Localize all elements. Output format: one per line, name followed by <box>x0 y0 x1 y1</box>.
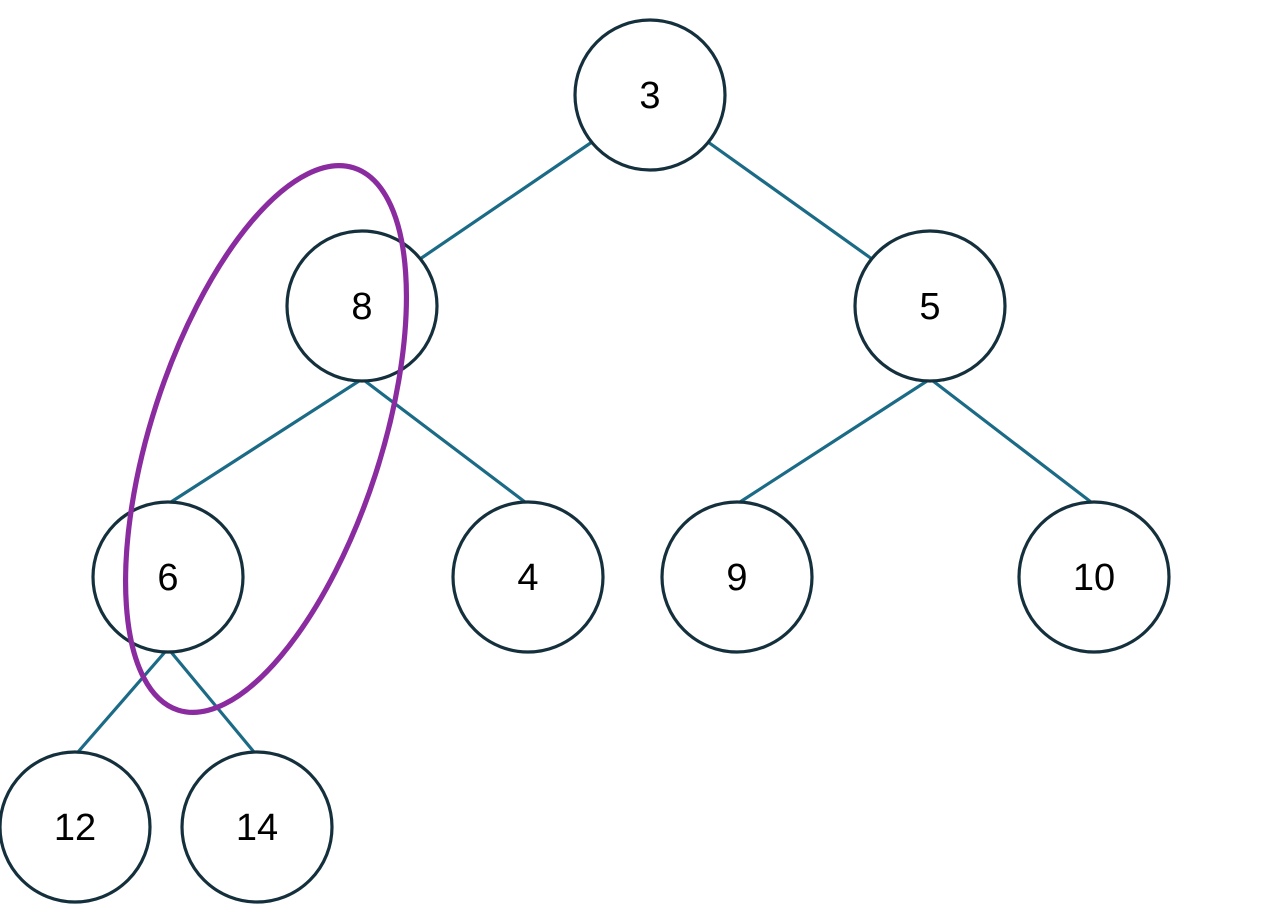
edge-6-12 <box>76 650 167 754</box>
edge-3-5 <box>706 140 874 261</box>
tree-node-6[interactable]: 6 <box>91 500 245 654</box>
edge-3-8 <box>418 140 594 261</box>
tree-node-4[interactable]: 4 <box>451 500 605 654</box>
node-label: 14 <box>236 807 278 849</box>
edge-layer <box>76 140 1093 754</box>
node-label: 3 <box>639 75 660 117</box>
edge-5-10 <box>931 379 1093 504</box>
node-label: 6 <box>157 557 178 599</box>
tree-node-10[interactable]: 10 <box>1017 500 1171 654</box>
node-circle[interactable] <box>1017 500 1171 654</box>
node-circle[interactable] <box>660 500 814 654</box>
node-label: 12 <box>54 807 96 849</box>
node-label: 9 <box>726 557 747 599</box>
tree-node-3[interactable]: 3 <box>573 18 727 172</box>
node-circle[interactable] <box>0 750 152 904</box>
node-circle[interactable] <box>91 500 245 654</box>
tree-node-8[interactable]: 8 <box>285 229 439 383</box>
node-label: 8 <box>351 286 372 328</box>
edge-8-4 <box>363 379 527 504</box>
node-circle[interactable] <box>451 500 605 654</box>
tree-node-12[interactable]: 12 <box>0 750 152 904</box>
edge-5-9 <box>738 379 929 504</box>
node-label: 4 <box>517 557 538 599</box>
node-circle[interactable] <box>180 750 334 904</box>
node-circle[interactable] <box>853 229 1007 383</box>
node-label: 5 <box>919 286 940 328</box>
node-circle[interactable] <box>573 18 727 172</box>
edge-6-14 <box>169 650 256 754</box>
node-layer: 3 8 5 6 4 9 10 12 <box>0 18 1171 904</box>
highlight-layer <box>122 163 410 715</box>
highlight-ellipse-annotation <box>122 163 410 715</box>
node-circle[interactable] <box>285 229 439 383</box>
node-label: 10 <box>1073 557 1115 599</box>
tree-node-9[interactable]: 9 <box>660 500 814 654</box>
edge-8-6 <box>169 379 361 504</box>
tree-node-14[interactable]: 14 <box>180 750 334 904</box>
tree-node-5[interactable]: 5 <box>853 229 1007 383</box>
